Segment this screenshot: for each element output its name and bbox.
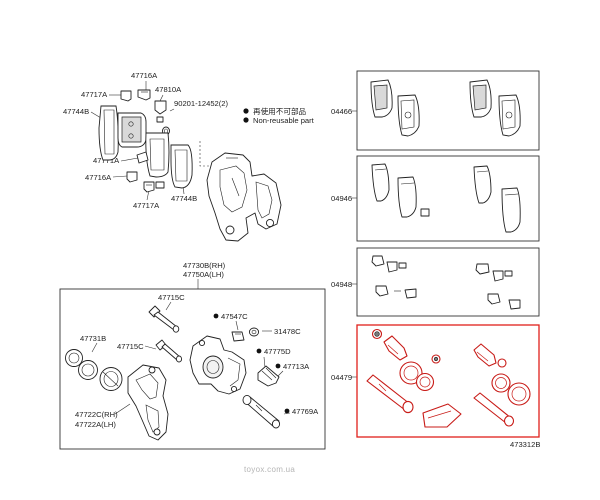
clip-47717a-bottom-icon bbox=[143, 181, 155, 193]
label-kit-04466: 04466 bbox=[331, 107, 352, 116]
label-47722c-rh: 47722C(RH) bbox=[75, 410, 118, 419]
clip-47810a-icon bbox=[154, 100, 167, 123]
label-47769a: 47769A bbox=[292, 407, 319, 416]
legend-dot-jp-icon bbox=[243, 108, 249, 114]
label-90201-12452: 90201-12452(2) bbox=[174, 99, 229, 108]
label-kit-04479: 04479 bbox=[331, 373, 352, 382]
label-47717a-top: 47717A bbox=[81, 90, 108, 99]
guide-pin-mid-icon bbox=[155, 339, 183, 363]
kit-04479-grease-pack-icon bbox=[422, 403, 462, 428]
kit-04479-boot-2-icon bbox=[473, 343, 497, 367]
clip-small-icon bbox=[155, 181, 165, 189]
label-47744b-bottom: 47744B bbox=[171, 194, 197, 203]
kit-04946-clip-icon bbox=[420, 208, 430, 217]
kit-04479-ring-1-icon bbox=[415, 372, 435, 392]
kit-04466-pad-3-icon bbox=[469, 79, 492, 118]
kit-04479-ring-2-icon bbox=[491, 373, 511, 393]
kit-04479-parts-group bbox=[366, 328, 531, 428]
kit-04948-box bbox=[356, 247, 540, 317]
kit-04948-clip-3-icon bbox=[475, 263, 513, 282]
brake-pad-right-icon bbox=[170, 144, 193, 189]
caliper-mount-bracket-icon bbox=[199, 141, 282, 242]
label-47716a-top: 47716A bbox=[131, 71, 158, 80]
kit-04946-shim-4-icon bbox=[501, 187, 521, 233]
bleeder-cap-icon bbox=[248, 327, 260, 337]
brake-pad-left-icon bbox=[98, 105, 119, 161]
kit-04948-clip-4-icon bbox=[487, 293, 521, 310]
label-47771a: 47771A bbox=[93, 156, 120, 165]
kit-04479-grease-dot-icon bbox=[431, 354, 441, 364]
label-47715c-mid: 47715C bbox=[117, 342, 144, 351]
kit-04466-pads-group bbox=[370, 79, 521, 137]
legend-en-text: Non-reusable part bbox=[253, 116, 315, 125]
kit-04479-highlight-box bbox=[356, 324, 540, 438]
label-47730b-rh: 47730B(RH) bbox=[183, 261, 226, 270]
label-47744b-left: 47744B bbox=[63, 107, 89, 116]
clip-47771a-icon bbox=[136, 151, 149, 164]
legend: 再使用不可部品 Non-reusable part bbox=[243, 106, 315, 125]
kit-04466-box bbox=[356, 70, 540, 151]
kit-04479-small-ring-2-icon bbox=[497, 358, 507, 368]
label-kit-04946: 04946 bbox=[331, 194, 352, 203]
label-31478c: 31478C bbox=[274, 327, 301, 336]
clip-47716a-top-icon bbox=[137, 89, 151, 101]
nonreusable-dot-47713a-icon bbox=[275, 363, 281, 369]
kit-04946-shim-1-icon bbox=[371, 163, 390, 202]
brake-pad-inner-icon bbox=[117, 112, 147, 148]
brake-pad-center-icon bbox=[145, 132, 170, 178]
clip-47716a-bottom-icon bbox=[126, 171, 138, 183]
label-47731b: 47731B bbox=[80, 334, 106, 343]
caliper-assembly-group: 47715C 47547C 31478C 47731B 47715C 47775… bbox=[65, 293, 319, 441]
clip-47717a-top-icon bbox=[120, 90, 132, 102]
kit-04479-pin-2-icon bbox=[473, 392, 515, 427]
legend-dot-en-icon bbox=[243, 117, 249, 123]
pin-boot-47775d-icon bbox=[257, 365, 280, 387]
label-47713a: 47713A bbox=[283, 362, 310, 371]
caliper-body-icon bbox=[189, 335, 247, 395]
kit-04948-clip-2-icon bbox=[375, 285, 417, 299]
diagram-number: 473312B bbox=[510, 440, 540, 449]
nonreusable-dot-47769a-icon bbox=[284, 408, 290, 414]
kit-04946-shim-3-icon bbox=[473, 165, 492, 204]
label-47716a-bottom: 47716A bbox=[85, 173, 112, 182]
kit-04948-clips-group bbox=[371, 255, 521, 310]
kit-04479-seal-2-icon bbox=[507, 382, 531, 406]
label-kit-04948: 04948 bbox=[331, 280, 352, 289]
kit-04946-shims-group bbox=[371, 163, 521, 233]
guide-pin-top-icon bbox=[148, 305, 180, 333]
guide-pin-47769a-icon bbox=[242, 394, 281, 429]
kit-04479-pin-1-icon bbox=[366, 374, 414, 414]
pad-hardware-group: 47717A 47716A 47810A 47744B 90201-12452(… bbox=[63, 71, 229, 210]
piston-seal-rings-icon bbox=[65, 349, 98, 380]
kit-04466-pad-4-icon bbox=[498, 94, 521, 137]
kit-04479-boot-1-icon bbox=[383, 335, 408, 361]
kit-04479-small-ring-icon bbox=[371, 328, 383, 340]
label-47715c-top: 47715C bbox=[158, 293, 185, 302]
bleeder-screw-icon bbox=[231, 331, 245, 342]
kit-04466-pad-1-icon bbox=[370, 79, 393, 118]
caliper-bracket-icon bbox=[127, 364, 169, 441]
label-47547c: 47547C bbox=[221, 312, 248, 321]
label-47722a-lh: 47722A(LH) bbox=[75, 420, 116, 429]
website-watermark: toyox.com.ua bbox=[244, 465, 295, 474]
label-47717a-bottom: 47717A bbox=[133, 201, 160, 210]
label-47750a-lh: 47750A(LH) bbox=[183, 270, 224, 279]
kit-04466-pad-2-icon bbox=[397, 94, 420, 137]
label-47775d: 47775D bbox=[264, 347, 291, 356]
caliper-assembly-box bbox=[59, 288, 326, 450]
nonreusable-dot-47547c-icon bbox=[213, 313, 219, 319]
nonreusable-dot-47775d-icon bbox=[256, 348, 262, 354]
kit-04479-seal-1-icon bbox=[399, 361, 423, 385]
kit-04948-clip-1-icon bbox=[371, 255, 407, 273]
caliper-piston-icon bbox=[99, 367, 123, 391]
label-47810a: 47810A bbox=[155, 85, 182, 94]
legend-jp-text: 再使用不可部品 bbox=[253, 106, 307, 116]
kit-04946-box bbox=[356, 155, 540, 242]
kit-04946-shim-2-icon bbox=[397, 176, 417, 218]
